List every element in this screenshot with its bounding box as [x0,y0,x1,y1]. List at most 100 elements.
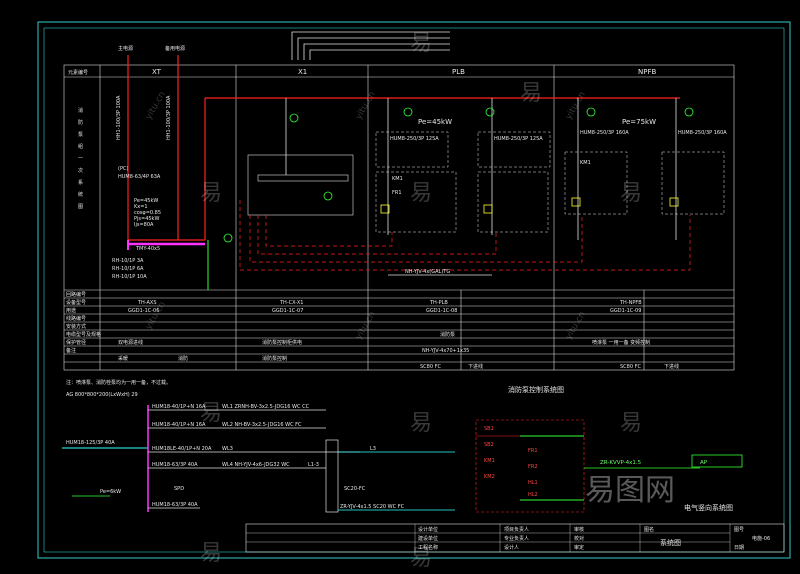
svg-text:采暖: 采暖 [118,355,128,362]
svg-text:GGD1-1C-09: GGD1-1C-09 [610,308,641,314]
svg-text:Pe=45kW: Pe=45kW [418,118,452,126]
svg-text:专业负责人: 专业负责人 [504,535,529,542]
svg-text:SB1: SB1 [484,426,494,432]
svg-text:HUM8-250/3P 125A: HUM8-250/3P 125A [494,136,543,142]
outer-frame [37,21,791,559]
svg-text:回路编号: 回路编号 [66,291,86,298]
svg-text:WL1 ZRNH-BV-3x2.5-JDG16 WC CC: WL1 ZRNH-BV-3x2.5-JDG16 WC CC [222,404,310,410]
bottom-table-cells: TH-AXS GGD1-1C-06 双电源进线 采暖 消防 TH-CX-X1 G… [118,300,679,370]
svg-text:建设单位: 建设单位 [418,535,438,542]
npfb-section: Pe=75kW HUM8-250/3P 160A HUM8-250/3P 160… [564,98,727,240]
svg-text:HUM18-40/1P+N 16A: HUM18-40/1P+N 16A [152,422,206,428]
svg-text:项目负责人: 项目负责人 [504,526,529,533]
cabinet-label-xt: XT [152,68,162,76]
svg-text:设计人: 设计人 [504,544,519,551]
svg-text:cosφ=0.85: cosφ=0.85 [134,210,161,216]
svg-text:消防: 消防 [178,355,188,362]
svg-text:易: 易 [620,181,642,206]
table-row-label: 元素编号 [68,69,88,76]
lower-circuit-diagram: HUM18-125/3P 40A Pe=6kW HUM18-40/1P+N 16… [62,404,455,513]
svg-text:审定: 审定 [574,544,584,551]
svg-text:工程名称: 工程名称 [418,544,438,551]
svg-text:yitu.cn: yitu.cn [564,90,588,121]
svg-text:组: 组 [78,143,83,150]
xt-section: (PC) HUM8-63/4P 63A Pe=45kW Kx=1 cosφ=0.… [112,55,680,290]
cabinet-label-plb: PLB [452,68,465,76]
svg-text:图: 图 [78,204,83,210]
backup-power-label: 备用电源 [165,45,185,52]
svg-text:泵: 泵 [78,132,83,138]
svg-text:HUM8-250/3P 125A: HUM8-250/3P 125A [390,136,439,142]
svg-text:Pe=6kW: Pe=6kW [100,489,121,495]
svg-text:Ijs=80A: Ijs=80A [134,222,154,228]
svg-text:L1-3: L1-3 [308,462,319,468]
svg-text:易: 易 [520,81,542,106]
svg-text:双电源进线: 双电源进线 [118,339,143,346]
svg-text:日期: 日期 [734,545,744,551]
svg-text:HUM18-125/3P 40A: HUM18-125/3P 40A [66,440,115,446]
svg-text:电缆型号及规格: 电缆型号及规格 [66,331,101,338]
svg-text:电施-06: 电施-06 [752,535,770,542]
svg-text:消防泵控制柜供电: 消防泵控制柜供电 [262,339,302,346]
svg-text:SPD: SPD [174,486,184,492]
svg-text:FR2: FR2 [528,464,538,470]
svg-text:KM2: KM2 [484,474,495,480]
svg-text:消防泵控制: 消防泵控制 [262,355,287,362]
plb-section: Pe=45kW HUM8-250/3P 125A HUM8-250/3P 125… [375,98,551,235]
svg-text:安装方式: 安装方式 [66,323,86,330]
svg-text:TMY-40x5: TMY-40x5 [135,246,160,252]
main-power-label: 主电源 [118,45,133,52]
svg-text:SC80 FC: SC80 FC [420,364,441,370]
svg-text:易: 易 [200,401,222,426]
svg-text:设备型号: 设备型号 [66,299,86,306]
control-wiring [239,200,691,271]
svg-text:HUM8-63/4P 63A: HUM8-63/4P 63A [118,174,161,180]
svg-text:易: 易 [200,181,222,206]
svg-text:HUM8-250/3P 160A: HUM8-250/3P 160A [580,130,629,136]
svg-text:下进线: 下进线 [468,363,483,370]
main-table-grid [63,64,735,371]
svg-text:消防泵: 消防泵 [440,331,455,338]
svg-text:TH-AXS: TH-AXS [137,300,157,306]
svg-text:KM1: KM1 [580,160,591,166]
svg-text:WL2 NH-BV-3x2.5-JDG16 WC FC: WL2 NH-BV-3x2.5-JDG16 WC FC [222,422,302,428]
svg-text:HUM18-40/1P+N 16A: HUM18-40/1P+N 16A [152,404,206,410]
svg-text:GGD1-1C-06: GGD1-1C-06 [128,308,159,314]
svg-text:TH-CX-X1: TH-CX-X1 [279,300,303,306]
svg-text:易: 易 [410,31,432,56]
svg-text:HL1: HL1 [528,480,538,486]
x1-section [247,98,354,216]
svg-text:消: 消 [78,107,83,114]
svg-text:HUM18-63/3P 40A: HUM18-63/3P 40A [152,502,198,508]
svg-text:Pe=75kW: Pe=75kW [622,118,656,126]
signal-cable-label: NH-YJV-4x(GAL)TG [405,269,450,275]
svg-text:电气竖向系统图: 电气竖向系统图 [684,503,733,512]
svg-text:易: 易 [200,541,222,566]
svg-text:HUM18-63/3P 40A: HUM18-63/3P 40A [152,462,198,468]
svg-text:FR1: FR1 [392,190,402,196]
svg-text:SC20-FC: SC20-FC [344,486,366,492]
cabinet-label-npfb: NPFB [638,68,656,76]
top-feeder-lines [291,31,450,60]
svg-text:Kx=1: Kx=1 [134,204,148,210]
bottom-table-row-labels: 回路编号 设备型号 用途 线路编号 安装方式 电缆型号及规格 保护管径 备注 [66,291,101,354]
svg-text:NH-YJV-4x70+1x35: NH-YJV-4x70+1x35 [422,348,469,354]
svg-text:TH-PLB: TH-PLB [429,300,448,306]
svg-text:消防泵控制系统图: 消防泵控制系统图 [508,385,564,394]
svg-text:WL4 NH-YJV-4x6-JDG32 WC: WL4 NH-YJV-4x6-JDG32 WC [222,462,290,468]
svg-text:喷淋泵 一用一备 变频控制: 喷淋泵 一用一备 变频控制 [592,339,650,346]
svg-text:Pjs=45kW: Pjs=45kW [134,216,159,222]
note-line-2: AG 800*800*200(LxWxH) 29 [66,392,138,398]
svg-text:线路编号: 线路编号 [66,315,86,322]
svg-text:RH-10/1P 10A: RH-10/1P 10A [112,274,147,280]
svg-text:ZR-YJV-4x1.5 SC20 WC FC: ZR-YJV-4x1.5 SC20 WC FC [340,504,405,510]
electrical-title-block: AP 电气竖向系统图 [684,454,743,512]
svg-text:L3: L3 [370,446,376,452]
svg-text:KM1: KM1 [484,458,495,464]
svg-text:防: 防 [78,119,83,126]
svg-text:备注: 备注 [66,347,76,354]
svg-text:一: 一 [78,156,83,162]
svg-text:HUM8-250/3P 160A: HUM8-250/3P 160A [678,130,727,136]
